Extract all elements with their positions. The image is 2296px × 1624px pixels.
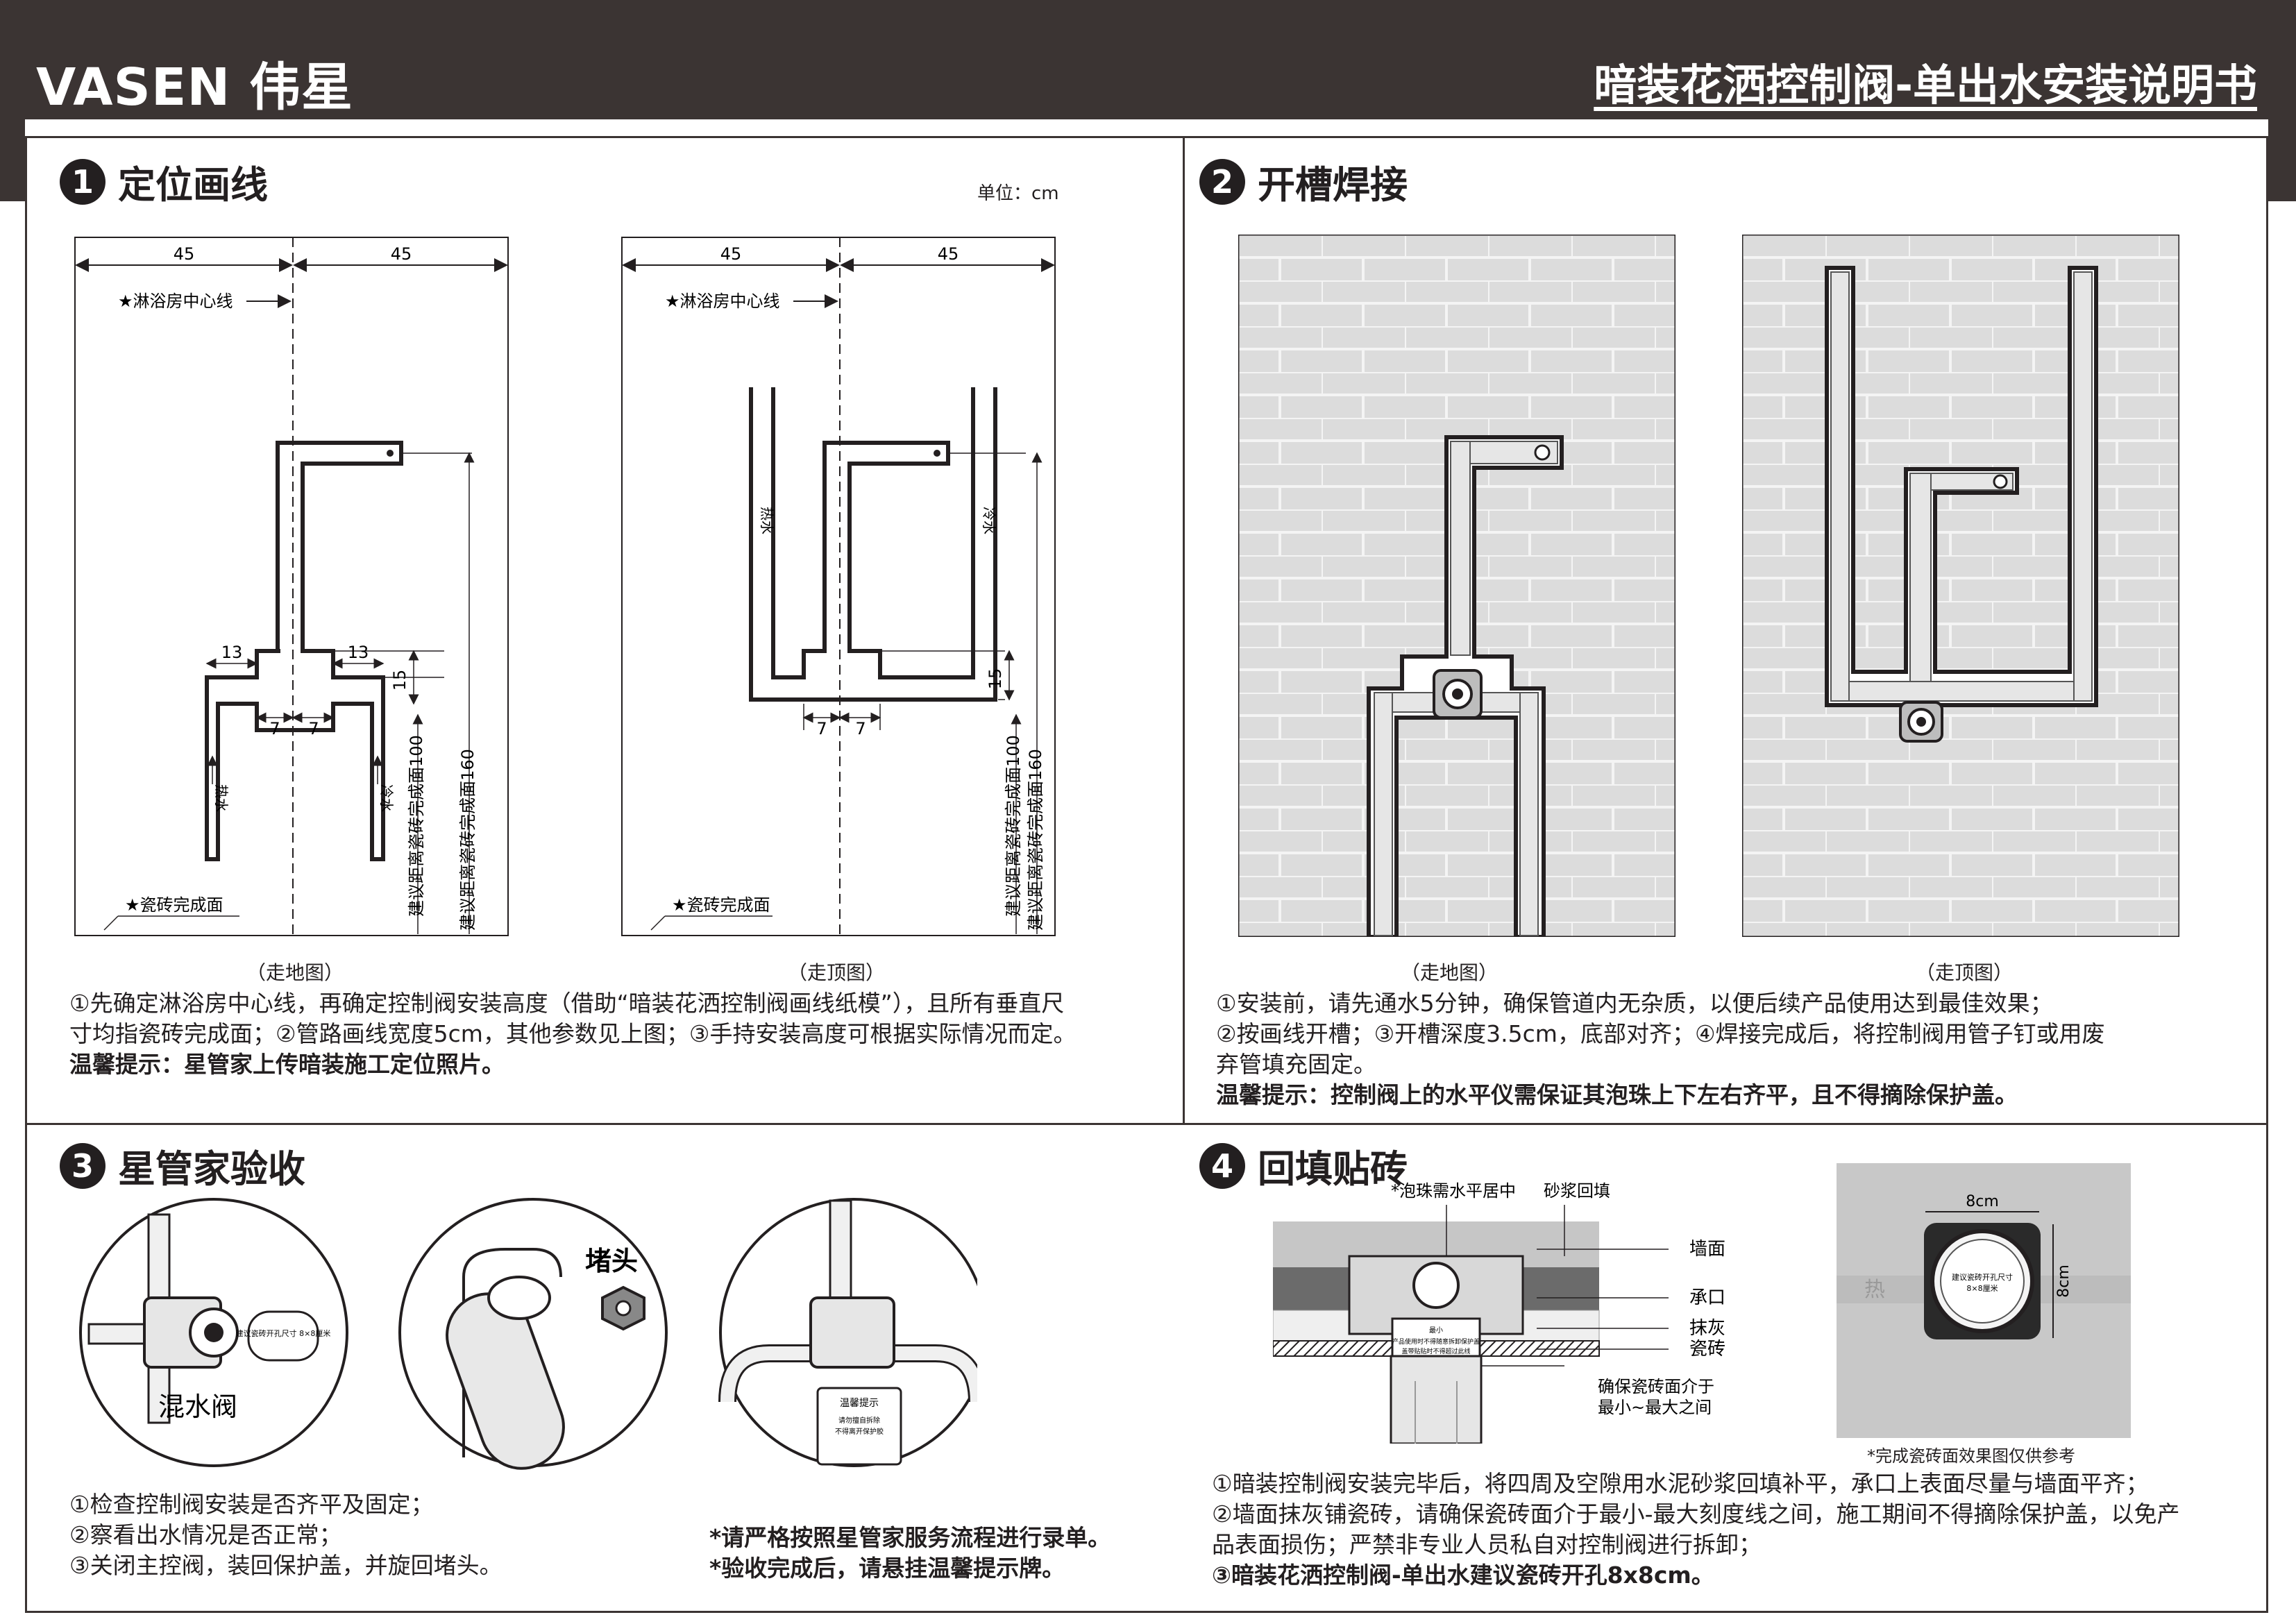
mortar-label: 砂浆回填 — [1544, 1181, 1610, 1201]
section4-last-line: ③暗装花洒控制阀-单出水建议瓷砖开孔8x8cm。 — [1212, 1562, 1714, 1589]
mixer-valve-label: 混水阀 — [158, 1392, 237, 1422]
height-160-label: 建议距离瓷砖完成面160 — [458, 749, 478, 931]
section1-line-2: 寸均指瓷砖完成面；②管路画线宽度5cm，其他参数见上图；③手持安装高度可根据实际… — [69, 1020, 1077, 1047]
divider-vertical-top — [1183, 136, 1185, 1123]
section1-line-1: ①先确定淋浴房中心线，再确定控制阀安装高度（借助“暗装花洒控制阀画线纸模”），且… — [69, 990, 1065, 1017]
section1-tip: 温馨提示：星管家上传暗装施工定位照片。 — [69, 1051, 505, 1078]
section2-line-3: 弃管填充固定。 — [1216, 1051, 1376, 1078]
cap-size-note: 建议瓷砖开孔尺寸 8×8厘米 — [236, 1328, 331, 1338]
socket-label: 承口 — [1689, 1287, 1725, 1308]
frame-tab-left — [0, 119, 25, 201]
brand-logo: VASEN 伟星 — [36, 58, 354, 117]
tile-label: 瓷砖 — [1689, 1339, 1725, 1360]
section2-number-badge: 2 — [1199, 158, 1245, 205]
cold-water-label: 冷水 — [981, 507, 997, 534]
section2-title: 2 开槽焊接 — [1199, 154, 1408, 209]
photo-hot-label: 热 — [1864, 1278, 1885, 1302]
wall-floor-route-illustration — [1238, 235, 1675, 937]
section4-title-text: 回填贴砖 — [1258, 1147, 1408, 1191]
hot-water-label: 热水 — [213, 784, 230, 812]
plaster-label: 抹灰 — [1689, 1318, 1725, 1339]
centerline-label: ★淋浴房中心线 — [118, 291, 233, 311]
hot-water-label: 热水 — [759, 507, 775, 534]
dim-45-left: 45 — [174, 244, 195, 264]
height-100-label: 建议距离瓷砖完成面100 — [1004, 735, 1023, 917]
dim-7-right: 7 — [308, 719, 319, 738]
section4-line-1: ①暗装控制阀安装完毕后，将四周及空隙用水泥砂浆回填补平，承口上表面尽量与墙面平齐… — [1212, 1470, 2149, 1497]
dim-15: 15 — [390, 670, 410, 691]
dim-7-right: 7 — [855, 719, 866, 738]
divider-horizontal — [25, 1123, 2268, 1125]
section3-line-1: ①检查控制阀安装是否齐平及固定； — [69, 1491, 434, 1518]
document-title: 暗装花洒控制阀-单出水安装说明书 — [1594, 60, 2257, 110]
section4-line-3: 品表面损伤；严禁非专业人员私自对控制阀进行拆卸； — [1212, 1531, 1762, 1558]
section3-line-3: ③关闭主控阀，装回保护盖，并旋回堵头。 — [69, 1552, 503, 1579]
section3-title: 3 星管家验收 — [60, 1138, 305, 1193]
unit-label: 单位：cm — [977, 183, 1059, 204]
frame-tab-right — [2268, 119, 2296, 201]
card-line-1: 请勿擅自拆除 — [838, 1416, 880, 1425]
section4-line-2: ②墙面抹灰铺瓷砖，请确保瓷砖面介于最小-最大刻度线之间，施工期间不得摘除保护盖，… — [1212, 1500, 2180, 1528]
tile-surface-label: ★瓷砖完成面 — [672, 895, 770, 915]
caption-2a: （走地图） — [1401, 961, 1499, 984]
section1-title: 1 定位画线 — [60, 154, 268, 209]
dim-7-left: 7 — [816, 719, 827, 738]
diagram-floor-route: 45 45 ★淋浴房中心线 13 13 7 7 15 建议距离瓷砖完成面100 … — [74, 237, 509, 936]
section4-number-badge: 4 — [1199, 1142, 1245, 1189]
dim-13-right: 13 — [348, 643, 369, 662]
dim-13-left: 13 — [221, 643, 243, 662]
section2-line-2: ②按画线开槽；③开槽深度3.5cm，底部对齐；④焊接完成后，将控制阀用管子钉或用… — [1216, 1020, 2105, 1047]
section2-line-1: ①安装前，请先通水5分钟，确保管道内无杂质，以便后续产品使用达到最佳效果； — [1216, 990, 2053, 1017]
photo-dim-width: 8cm — [1966, 1193, 1999, 1210]
section3-instructions: ①检查控制阀安装是否齐平及固定； ②察看出水情况是否正常； ③关闭主控阀，装回保… — [69, 1489, 503, 1581]
caption-ceiling-route: （走顶图） — [788, 961, 886, 984]
acceptance-check-illustrations: 建议瓷砖开孔尺寸 8×8厘米 混水阀 堵头 温馨提示 请勿擅自拆除 不得离开保护… — [79, 1198, 977, 1470]
section3-title-text: 星管家验收 — [118, 1147, 305, 1191]
section4-title: 4 回填贴砖 — [1199, 1138, 1408, 1193]
section1-title-text: 定位画线 — [118, 163, 268, 207]
section3-notes: *请严格按照星管家服务流程进行录单。 *验收完成后，请悬挂温馨提示牌。 — [709, 1523, 1111, 1584]
section3-note-2: *验收完成后，请悬挂温馨提示牌。 — [709, 1555, 1065, 1582]
section1-number-badge: 1 — [60, 158, 105, 205]
range-label-2: 最小~最大之间 — [1598, 1398, 1712, 1417]
section1-instructions: ①先确定淋浴房中心线，再确定控制阀安装高度（借助“暗装花洒控制阀画线纸模”），且… — [69, 988, 1076, 1080]
tile-surface-label: ★瓷砖完成面 — [125, 895, 223, 915]
photo-cap-line-1: 建议瓷砖开孔尺寸 — [1952, 1272, 2013, 1282]
plug-label: 堵头 — [585, 1246, 638, 1276]
photo-note: *完成瓷砖面效果图仅供参考 — [1867, 1446, 2075, 1466]
photo-dim-height: 8cm — [2055, 1264, 2073, 1298]
height-100-label: 建议距离瓷砖完成面100 — [407, 735, 426, 917]
section2-title-text: 开槽焊接 — [1258, 163, 1408, 207]
dim-45-right: 45 — [391, 244, 412, 264]
bubble-level-label: *泡珠需水平居中 — [1391, 1181, 1516, 1201]
dim-45-right: 45 — [938, 244, 959, 264]
dim-45-left: 45 — [720, 244, 742, 264]
cold-water-label: 冷水 — [378, 784, 395, 812]
centerline-label: ★淋浴房中心线 — [665, 291, 780, 311]
dim-7-left: 7 — [269, 719, 280, 738]
photo-cap-line-2: 8×8厘米 — [1966, 1284, 1998, 1293]
header-bar — [0, 0, 2296, 119]
height-160-label: 建议距离瓷砖完成面160 — [1026, 749, 1045, 931]
section4-instructions: ①暗装控制阀安装完毕后，将四周及空隙用水泥砂浆回填补平，承口上表面尽量与墙面平齐… — [1212, 1469, 2180, 1591]
section2-tip: 温馨提示：控制阀上的水平仪需保证其泡珠上下左右齐平，且不得摘除保护盖。 — [1216, 1081, 2018, 1108]
backfill-cross-section: *泡珠需水平居中 砂浆回填 最小 产品使用时不得随意拆卸保护盖 盖带贴贴时不得超… — [1273, 1181, 1725, 1444]
dim-15: 15 — [986, 668, 1005, 690]
caption-floor-route: （走地图） — [246, 961, 344, 984]
diagram-ceiling-route: 45 45 ★淋浴房中心线 7 7 15 建议距离瓷砖完成面100 建议距离瓷砖… — [621, 237, 1056, 936]
card-title: 温馨提示 — [840, 1398, 879, 1409]
section3-line-2: ②察看出水情况是否正常； — [69, 1521, 342, 1548]
section2-instructions: ①安装前，请先通水5分钟，确保管道内无杂质，以便后续产品使用达到最佳效果； ②按… — [1216, 988, 2105, 1110]
finished-tile-photo: 热 8cm 8cm 建议瓷砖开孔尺寸 8×8厘米 — [1837, 1163, 2131, 1438]
cap-note-1: 产品使用时不得随意拆卸保护盖 — [1392, 1337, 1480, 1346]
wall-label: 墙面 — [1689, 1239, 1725, 1260]
section3-number-badge: 3 — [60, 1142, 105, 1189]
wall-ceiling-route-illustration — [1742, 235, 2179, 937]
cap-note-2: 盖带贴贴时不得超过此线 — [1401, 1347, 1470, 1355]
range-label-1: 确保瓷砖面介于 — [1598, 1377, 1714, 1396]
cap-min-label: 最小 — [1429, 1326, 1443, 1335]
card-line-2: 不得离开保护胶 — [835, 1427, 884, 1436]
caption-2b: （走顶图） — [1916, 961, 2014, 984]
section3-note-1: *请严格按照星管家服务流程进行录单。 — [709, 1524, 1111, 1551]
